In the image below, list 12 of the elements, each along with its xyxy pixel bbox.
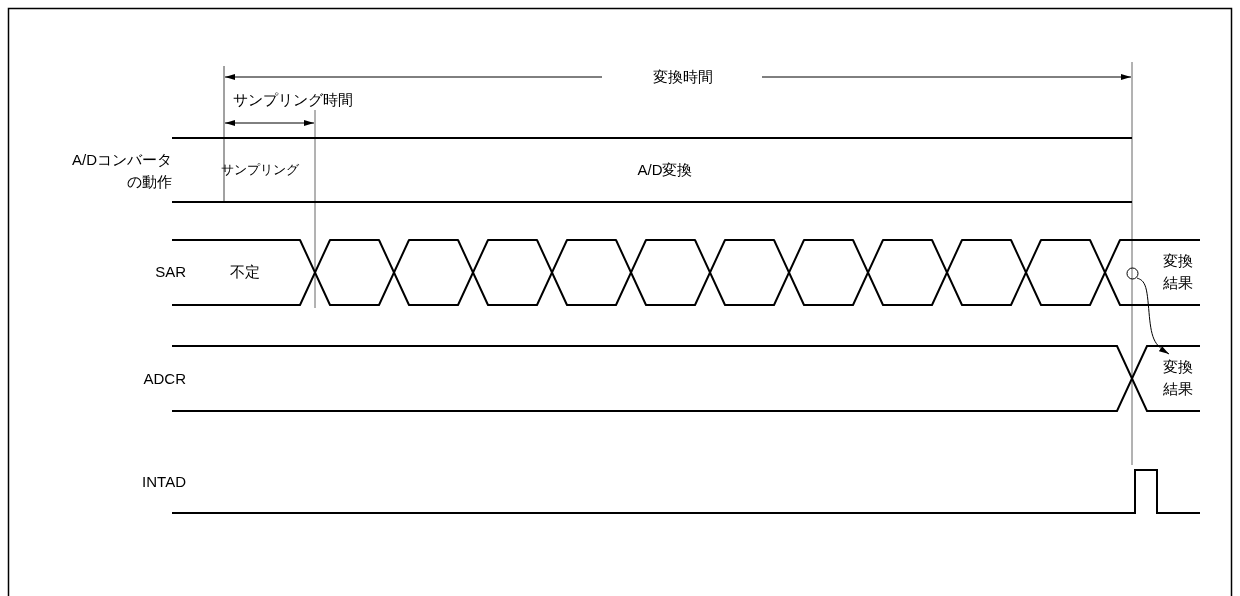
dimension-label: 変換時間 bbox=[651, 67, 714, 87]
signal-name: A/Dコンバータの動作 bbox=[71, 150, 172, 192]
signal-name: INTAD bbox=[141, 472, 186, 492]
state-label: 変換結果 bbox=[1163, 357, 1194, 399]
state-label: 不定 bbox=[230, 262, 260, 282]
state-label: 変換結果 bbox=[1163, 251, 1194, 293]
signal-name: ADCR bbox=[142, 369, 186, 389]
phase-label: サンプリング bbox=[221, 161, 299, 179]
dimension-label: サンプリング時間 bbox=[233, 90, 353, 110]
arrow bbox=[1136, 277, 1170, 355]
signal-name: SAR bbox=[154, 262, 186, 282]
phase-label: A/D変換 bbox=[636, 160, 694, 180]
